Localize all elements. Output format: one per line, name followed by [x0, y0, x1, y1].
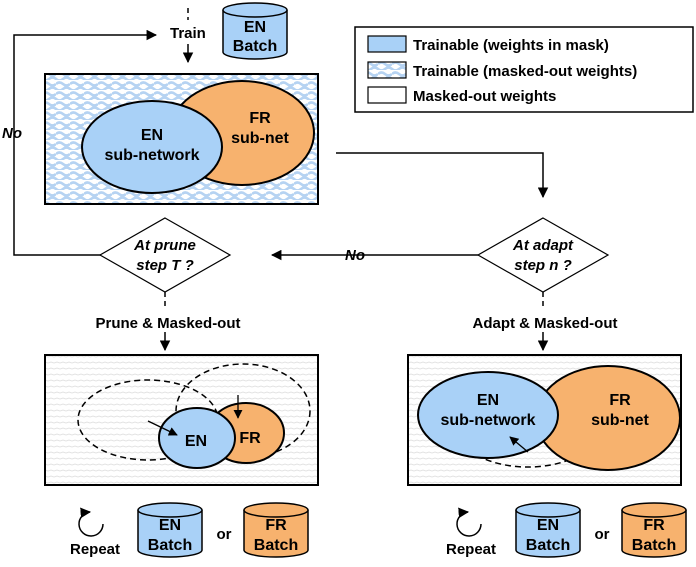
- top-network-box: EN sub-network FR sub-net: [44, 73, 319, 205]
- legend-box: [354, 26, 694, 113]
- adapt-decision: At adapt step n ?: [476, 217, 610, 293]
- en-subnetwork-adapted-line1: EN: [477, 392, 499, 409]
- en-batch-left-line2: Batch: [148, 537, 192, 554]
- repeat-row-left: Repeat EN Batch or FR Batch: [70, 502, 309, 558]
- pruned-network-box: EN FR: [44, 354, 319, 486]
- en-batch-cylinder-top: EN Batch: [222, 2, 288, 60]
- fr-batch-right-line2: Batch: [632, 537, 676, 554]
- en-batch-cylinder-right: EN Batch: [515, 502, 581, 558]
- fr-subnet-adapted-line1: FR: [609, 392, 631, 409]
- en-batch-right-line1: EN: [537, 517, 559, 534]
- en-subnetwork-top: [81, 100, 223, 194]
- shrink-arrow-en: [147, 420, 178, 436]
- repeat-row-right: Repeat EN Batch or FR Batch: [446, 502, 687, 558]
- prune-diamond: [98, 217, 232, 293]
- flow-connectors: [13, 29, 549, 352]
- en-subnetwork-top-line1: EN: [141, 127, 163, 144]
- en-batch-right-line2: Batch: [526, 537, 570, 554]
- arrow-no-loop: [13, 29, 158, 256]
- fr-batch-left-line2: Batch: [254, 537, 298, 554]
- fr-batch-left-line1: FR: [265, 517, 287, 534]
- en-subnetwork-adapted: [417, 371, 559, 459]
- en-pruned-subnet: [158, 407, 236, 469]
- top-train-section: Train EN Batch: [170, 2, 288, 64]
- fr-subnet-top-line1: FR: [249, 110, 271, 127]
- prune-decision: At prune step T ?: [98, 217, 232, 293]
- legend-label-masked-out: Masked-out weights: [413, 88, 556, 105]
- legend-swatch-trainable: [367, 35, 407, 53]
- repeat-label-left: Repeat: [70, 541, 120, 558]
- legend-label-masked-trainable: Trainable (masked-out weights): [413, 63, 637, 80]
- grow-arrow-en: [509, 436, 529, 453]
- fr-batch-cylinder-left: FR Batch: [243, 502, 309, 558]
- legend: Trainable (weights in mask) Trainable (m…: [354, 26, 694, 113]
- repeat-label-right: Repeat: [446, 541, 496, 558]
- adapt-decision-line2: step n ?: [514, 257, 572, 274]
- or-label-left: or: [217, 526, 232, 543]
- fr-subnet-top-line2: sub-net: [231, 130, 289, 147]
- fr-pruned-label: FR: [239, 430, 261, 447]
- legend-swatch-masked-trainable: [367, 61, 407, 79]
- en-batch-left-line1: EN: [159, 517, 181, 534]
- en-subnetwork-top-line2: sub-network: [104, 147, 199, 164]
- legend-label-trainable: Trainable (weights in mask): [413, 37, 609, 54]
- repeat-icon-right: [456, 507, 482, 537]
- adapt-decision-line1: At adapt: [512, 237, 574, 254]
- prune-decision-line1: At prune: [133, 237, 196, 254]
- no-mid-label: No: [345, 247, 365, 264]
- no-loop-label: No: [2, 125, 22, 142]
- en-batch-top-line1: EN: [244, 19, 266, 36]
- en-pruned-label: EN: [185, 433, 207, 450]
- prune-decision-line2: step T ?: [136, 257, 194, 274]
- en-batch-cylinder-left: EN Batch: [137, 502, 203, 558]
- repeat-icon-left: [78, 507, 104, 537]
- en-subnetwork-adapted-line2: sub-network: [440, 412, 535, 429]
- or-label-right: or: [595, 526, 610, 543]
- adapt-action-label: Adapt & Masked-out: [472, 315, 617, 332]
- adapt-diamond: [476, 217, 610, 293]
- en-batch-top-line2: Batch: [233, 38, 277, 55]
- adapted-network-box: EN sub-network FR sub-net: [407, 354, 682, 486]
- arrow-box-to-adapt: [336, 152, 549, 199]
- fr-batch-right-line1: FR: [643, 517, 665, 534]
- fr-subnet-adapted-line2: sub-net: [591, 412, 649, 429]
- legend-swatch-masked-out: [367, 86, 407, 104]
- fr-batch-cylinder-right: FR Batch: [621, 502, 687, 558]
- train-label: Train: [170, 25, 206, 42]
- prune-action-label: Prune & Masked-out: [95, 315, 240, 332]
